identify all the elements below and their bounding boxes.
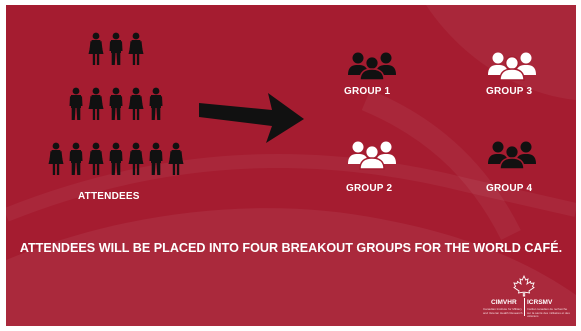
attendees-label: ATTENDEES: [78, 191, 140, 202]
cimvhr-icrsmv-logo: CIMVHR ICRSMV Canadian Institute for Mil…: [473, 275, 573, 323]
logo-left-small: Canadian Institute for Military and Vete…: [483, 307, 523, 315]
group-4-label: GROUP 4: [486, 183, 533, 194]
logo-left-name: CIMVHR: [491, 299, 517, 306]
group-2-label: GROUP 2: [346, 183, 393, 194]
logo-divider: [524, 298, 525, 316]
arrow-right-icon: [199, 93, 304, 143]
logo-right-name: ICRSMV: [527, 299, 553, 306]
group-2-icon: [347, 140, 397, 170]
figures-layer: [48, 32, 537, 175]
group-4-icon: [487, 140, 537, 170]
group-3-label: GROUP 3: [486, 86, 533, 97]
slide-headline: ATTENDEES WILL BE PLACED INTO FOUR BREAK…: [19, 241, 563, 255]
group-3-icon: [487, 51, 537, 81]
background-swoosh: [6, 5, 576, 326]
logo-right-small: Institut canadien de recherche sur la sa…: [527, 307, 570, 318]
maple-leaf-icon: [513, 275, 535, 297]
group-1-label: GROUP 1: [344, 86, 391, 97]
attendees-figures-icon: [48, 32, 184, 175]
presentation-slide: ATTENDEES GROUP 1 GROUP 3 GROUP 2 GROUP …: [6, 5, 576, 326]
group-1-icon: [347, 51, 397, 81]
